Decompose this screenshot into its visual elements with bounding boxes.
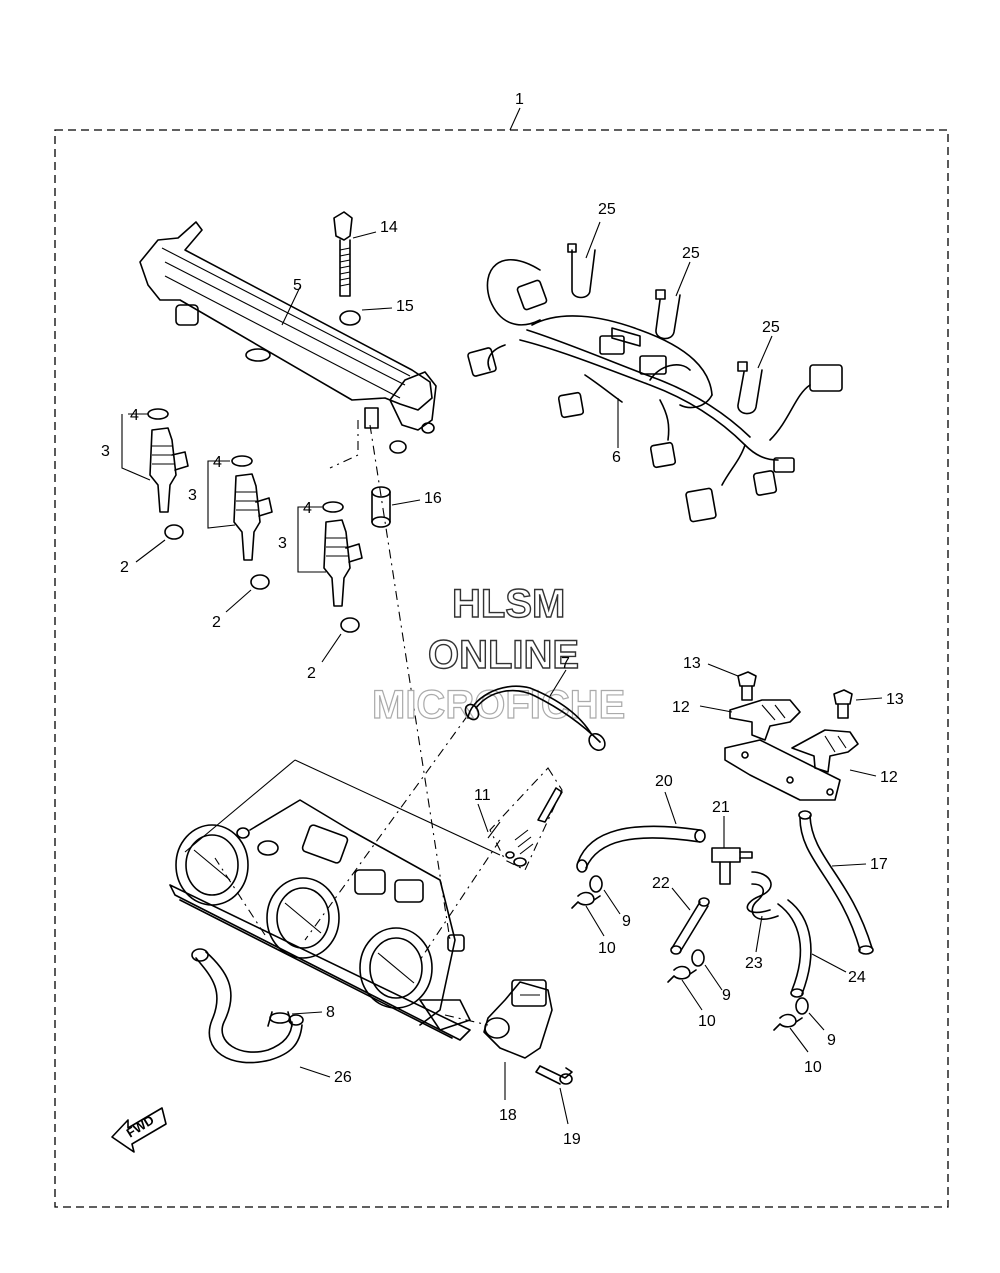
callout-3c[interactable]: 3	[278, 535, 287, 552]
callout-10a[interactable]: 10	[598, 940, 616, 957]
callout-6[interactable]: 6	[612, 449, 621, 466]
clip-25b[interactable]	[655, 289, 681, 340]
svg-text:ONLINE: ONLINE	[428, 633, 579, 677]
clamp-10c[interactable]	[773, 1013, 803, 1031]
washer-15[interactable]	[339, 310, 361, 326]
plug-9c[interactable]	[795, 997, 809, 1015]
bolt-13a[interactable]	[737, 671, 757, 701]
callout-22[interactable]: 22	[652, 875, 670, 892]
callout-15[interactable]: 15	[396, 298, 414, 315]
throttle-body[interactable]	[169, 759, 501, 1041]
callout-4b[interactable]: 4	[213, 454, 222, 471]
callout-25b[interactable]: 25	[682, 245, 700, 262]
callout-5[interactable]: 5	[293, 277, 302, 294]
callout-4a[interactable]: 4	[130, 407, 139, 424]
watermark: HLSM ONLINE MICROFICHE	[371, 581, 626, 727]
callout-25a[interactable]: 25	[598, 201, 616, 218]
joint-21[interactable]	[711, 847, 753, 885]
callout-11[interactable]: 11	[474, 787, 491, 804]
callout-21[interactable]: 21	[712, 799, 730, 816]
hose-23[interactable]	[746, 871, 779, 920]
svg-text:MICROFICHE: MICROFICHE	[372, 683, 625, 727]
callout-13b[interactable]: 13	[886, 691, 904, 708]
clamp-8[interactable]	[267, 1011, 293, 1027]
clip-25c[interactable]	[737, 361, 763, 415]
o-ring-4b[interactable]	[231, 455, 253, 467]
seal-2a[interactable]	[164, 524, 184, 540]
seal-2b[interactable]	[250, 574, 270, 590]
o-ring-4c[interactable]	[322, 501, 344, 513]
adjust-screw-11[interactable]	[489, 767, 563, 871]
callout-13a[interactable]: 13	[683, 655, 701, 672]
injector-3c[interactable]	[323, 519, 363, 607]
callout-19[interactable]: 19	[563, 1131, 581, 1148]
callout-17[interactable]: 17	[870, 856, 888, 873]
injector-3b[interactable]	[233, 473, 273, 561]
svg-text:HLSM: HLSM	[452, 582, 565, 626]
sensor-18[interactable]	[483, 979, 553, 1059]
screw-19[interactable]	[535, 1065, 573, 1085]
callout-9c[interactable]: 9	[827, 1032, 836, 1049]
callout-16[interactable]: 16	[424, 490, 442, 507]
callout-7[interactable]: 7	[561, 655, 570, 672]
hose-17[interactable]	[798, 810, 874, 955]
clamp-10b[interactable]	[667, 965, 697, 983]
hose-7[interactable]	[463, 685, 608, 753]
mount-plate[interactable]	[724, 739, 841, 801]
seal-2c[interactable]	[340, 617, 360, 633]
callout-4c[interactable]: 4	[303, 500, 312, 517]
callout-14[interactable]: 14	[380, 219, 398, 236]
callout-3a[interactable]: 3	[101, 443, 110, 460]
callout-20[interactable]: 20	[655, 773, 673, 790]
callout-25c[interactable]: 25	[762, 319, 780, 336]
fwd-arrow-icon: FWD	[111, 1107, 167, 1153]
callout-26[interactable]: 26	[334, 1069, 352, 1086]
callout-23[interactable]: 23	[745, 955, 763, 972]
callout-8[interactable]: 8	[326, 1004, 335, 1021]
assembly-frame	[54, 129, 949, 1208]
callout-12b[interactable]: 12	[880, 769, 898, 786]
bolt-13b[interactable]	[833, 689, 853, 719]
plug-9a[interactable]	[589, 875, 603, 893]
callout-18[interactable]: 18	[499, 1107, 517, 1124]
injector-3a[interactable]	[149, 427, 189, 513]
bolt-14[interactable]	[333, 211, 353, 297]
callout-3b[interactable]: 3	[188, 487, 197, 504]
callout-10c[interactable]: 10	[804, 1059, 822, 1076]
callout-10b[interactable]: 10	[698, 1013, 716, 1030]
collar-16[interactable]	[371, 486, 391, 528]
hose-26[interactable]	[191, 948, 304, 1064]
callout-2a[interactable]: 2	[120, 559, 129, 576]
callout-9b[interactable]: 9	[722, 987, 731, 1004]
bracket-12a[interactable]	[729, 699, 801, 741]
hose-22[interactable]	[670, 897, 710, 955]
callout-1[interactable]: 1	[515, 91, 524, 108]
clamp-10a[interactable]	[571, 891, 601, 909]
callout-2b[interactable]: 2	[212, 614, 221, 631]
wire-harness[interactable]	[467, 258, 843, 523]
callout-9a[interactable]: 9	[622, 913, 631, 930]
fuel-rail[interactable]	[139, 221, 437, 454]
hose-24[interactable]	[777, 899, 812, 998]
hose-20[interactable]	[576, 825, 706, 873]
o-ring-4a[interactable]	[147, 408, 169, 420]
svg-text:FWD: FWD	[124, 1112, 157, 1140]
clip-25a[interactable]	[567, 243, 596, 299]
callout-12a[interactable]: 12	[672, 699, 690, 716]
plug-9b[interactable]	[691, 949, 705, 967]
callout-24[interactable]: 24	[848, 969, 866, 986]
bracket-12b[interactable]	[791, 729, 859, 773]
callout-2c[interactable]: 2	[307, 665, 316, 682]
